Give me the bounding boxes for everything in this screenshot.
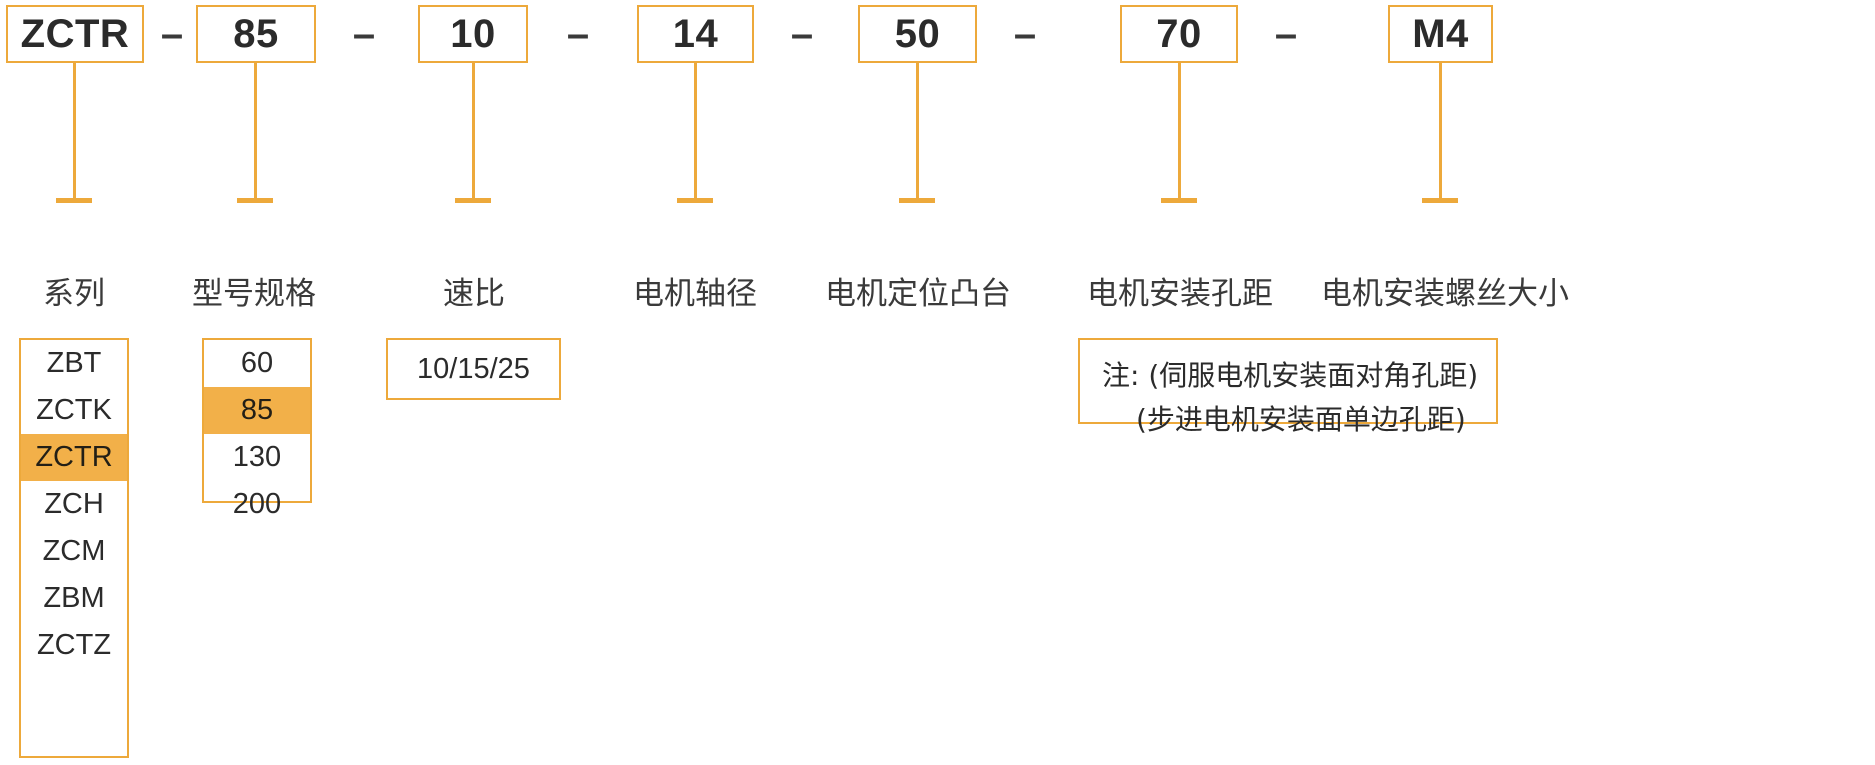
code-box-motor-shaft-value: 14 xyxy=(672,11,719,56)
leader-stem-mount-screw xyxy=(1439,63,1442,203)
leader-stem-model-spec xyxy=(254,63,257,203)
model-spec-options-list[interactable]: 60 85 130 200 xyxy=(204,340,310,528)
code-box-mount-screw[interactable]: M4 xyxy=(1388,5,1493,63)
code-separator-5-glyph: – xyxy=(1013,11,1037,56)
leader-foot-motor-boss xyxy=(899,198,935,203)
code-separator-1-glyph: – xyxy=(160,11,184,56)
code-box-speed-ratio-value: 10 xyxy=(450,11,496,56)
series-option[interactable]: ZBM xyxy=(43,582,105,614)
series-option[interactable]: ZCTR xyxy=(21,434,127,481)
category-label-speed-ratio-text: 速比 xyxy=(443,276,505,312)
leader-foot-mount-holes xyxy=(1161,198,1197,203)
series-options-list[interactable]: ZBT ZCTK ZCTR ZCH ZCM ZBM ZCTZ xyxy=(21,340,127,669)
code-separator-3-glyph: – xyxy=(566,11,590,56)
category-label-model-spec-text: 型号规格 xyxy=(192,276,316,312)
series-options-box[interactable]: ZBT ZCTK ZCTR ZCH ZCM ZBM ZCTZ xyxy=(19,338,129,758)
series-option[interactable]: ZCH xyxy=(44,488,104,520)
model-spec-options-box[interactable]: 60 85 130 200 xyxy=(202,338,312,520)
code-box-series[interactable]: ZCTR xyxy=(6,5,144,63)
leader-stem-series xyxy=(73,63,76,203)
note-line-servo: 注: (伺服电机安装面对角孔距) xyxy=(1102,359,1479,392)
category-label-series: 系列 xyxy=(0,268,148,313)
code-box-speed-ratio[interactable]: 10 xyxy=(418,5,528,63)
code-box-mount-screw-value: M4 xyxy=(1412,11,1469,56)
code-box-mount-holes-value: 70 xyxy=(1156,11,1202,56)
category-label-motor-boss-text: 电机定位凸台 xyxy=(825,276,1011,312)
leader-foot-model-spec xyxy=(237,198,273,203)
leader-stem-mount-holes xyxy=(1178,63,1181,203)
category-label-motor-shaft-text: 电机轴径 xyxy=(633,276,757,312)
code-box-model-spec-value: 85 xyxy=(233,11,279,56)
code-box-motor-boss-value: 50 xyxy=(894,11,941,56)
leader-foot-motor-shaft xyxy=(677,198,713,203)
category-label-series-text: 系列 xyxy=(43,276,105,312)
code-separator-4: – xyxy=(782,5,822,63)
code-box-model-spec[interactable]: 85 xyxy=(196,5,316,63)
code-separator-2: – xyxy=(344,5,384,63)
category-label-model-spec: 型号规格 xyxy=(158,268,350,313)
series-option[interactable]: ZCTK xyxy=(36,394,112,426)
speed-ratio-value-text: 10/15/25 xyxy=(417,352,530,385)
code-separator-5: – xyxy=(1005,5,1045,63)
category-label-mount-screw: 电机安装螺丝大小 xyxy=(1305,268,1585,313)
leader-foot-series xyxy=(56,198,92,203)
code-box-mount-holes[interactable]: 70 xyxy=(1120,5,1238,63)
leader-foot-speed-ratio xyxy=(455,198,491,203)
code-box-motor-shaft[interactable]: 14 xyxy=(637,5,754,63)
leader-foot-mount-screw xyxy=(1422,198,1458,203)
category-label-mount-screw-text: 电机安装螺丝大小 xyxy=(1321,276,1569,312)
model-spec-option[interactable]: 85 xyxy=(204,387,310,434)
model-spec-option[interactable]: 130 xyxy=(232,441,282,473)
code-box-motor-boss[interactable]: 50 xyxy=(858,5,977,63)
code-separator-3: – xyxy=(558,5,598,63)
leader-stem-motor-shaft xyxy=(694,63,697,203)
speed-ratio-value-box[interactable]: 10/15/25 xyxy=(386,338,561,400)
code-separator-6: – xyxy=(1266,5,1306,63)
code-separator-2-glyph: – xyxy=(352,11,376,56)
note-box: 注: (伺服电机安装面对角孔距) (步进电机安装面单边孔距) xyxy=(1078,338,1498,436)
note-line-stepper: (步进电机安装面单边孔距) xyxy=(1136,403,1466,436)
category-label-mount-holes-text: 电机安装孔距 xyxy=(1087,276,1273,312)
series-option[interactable]: ZBT xyxy=(46,347,102,379)
leader-stem-speed-ratio xyxy=(472,63,475,203)
category-label-motor-shaft: 电机轴径 xyxy=(600,268,790,313)
code-separator-1: – xyxy=(152,5,192,63)
leader-stem-motor-boss xyxy=(916,63,919,203)
category-label-speed-ratio: 速比 xyxy=(400,268,548,313)
series-option[interactable]: ZCM xyxy=(42,535,106,567)
code-separator-6-glyph: – xyxy=(1274,11,1298,56)
code-separator-4-glyph: – xyxy=(790,11,814,56)
model-spec-option[interactable]: 200 xyxy=(232,488,282,520)
series-option[interactable]: ZCTZ xyxy=(36,629,112,661)
code-box-series-value: ZCTR xyxy=(20,11,130,56)
category-label-mount-holes: 电机安装孔距 xyxy=(1060,268,1300,313)
model-spec-option[interactable]: 60 xyxy=(240,347,274,379)
category-label-motor-boss: 电机定位凸台 xyxy=(798,268,1038,313)
